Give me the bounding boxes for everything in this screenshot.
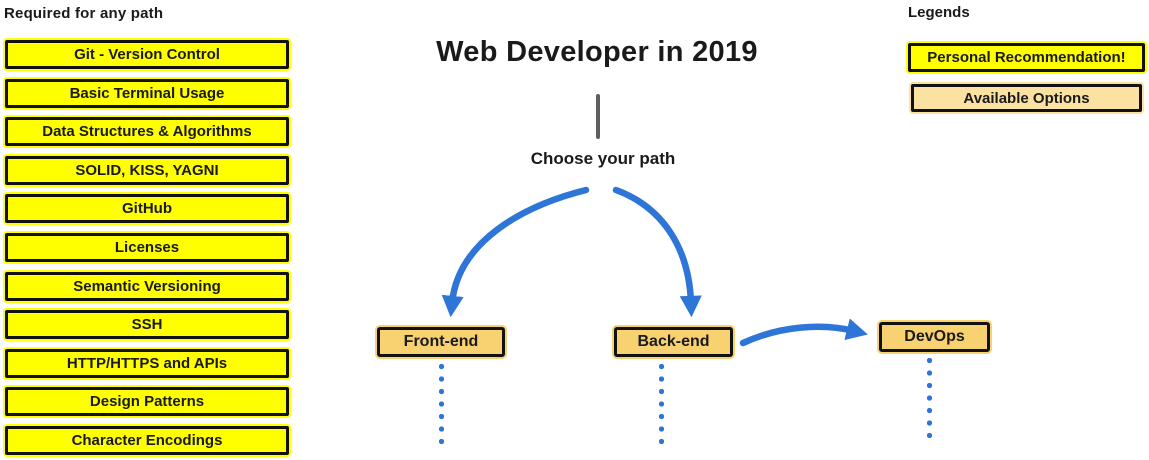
- legends-title: Legends: [908, 4, 970, 21]
- required-item-basic-terminal-usage: Basic Terminal Usage: [5, 78, 289, 108]
- node-frontend: Front-end: [377, 327, 505, 357]
- required-item-github: GitHub: [5, 194, 289, 224]
- required-item-ssh: SSH: [5, 310, 289, 340]
- required-section-title: Required for any path: [4, 5, 164, 22]
- required-list: Git - Version Control Basic Terminal Usa…: [5, 40, 289, 455]
- arrow-to-frontend: [441, 186, 590, 318]
- backend-continuation-dots: [659, 364, 664, 444]
- required-item-solid-kiss-yagni: SOLID, KISS, YAGNI: [5, 155, 289, 185]
- node-backend: Back-end: [614, 327, 733, 357]
- required-item-http-https-apis: HTTP/HTTPS and APIs: [5, 348, 289, 378]
- node-devops: DevOps: [879, 322, 990, 352]
- legend-available-options: Available Options: [911, 84, 1142, 112]
- legend-personal-recommendation: Personal Recommendation!: [908, 43, 1145, 72]
- required-item-git-version-control: Git - Version Control: [5, 40, 289, 69]
- page-title: Web Developer in 2019: [436, 36, 758, 68]
- required-item-design-patterns: Design Patterns: [5, 387, 289, 417]
- arrow-to-backend: [612, 186, 702, 318]
- choose-your-path-label: Choose your path: [530, 149, 676, 168]
- required-item-data-structures-algorithms: Data Structures & Algorithms: [5, 117, 289, 147]
- frontend-continuation-dots: [439, 364, 444, 444]
- title-connector-line: [596, 94, 600, 139]
- devops-continuation-dots: [927, 358, 932, 438]
- required-item-character-encodings: Character Encodings: [5, 425, 289, 455]
- required-item-licenses: Licenses: [5, 232, 289, 262]
- arrow-backend-to-devops: [739, 318, 868, 347]
- required-item-semantic-versioning: Semantic Versioning: [5, 271, 289, 301]
